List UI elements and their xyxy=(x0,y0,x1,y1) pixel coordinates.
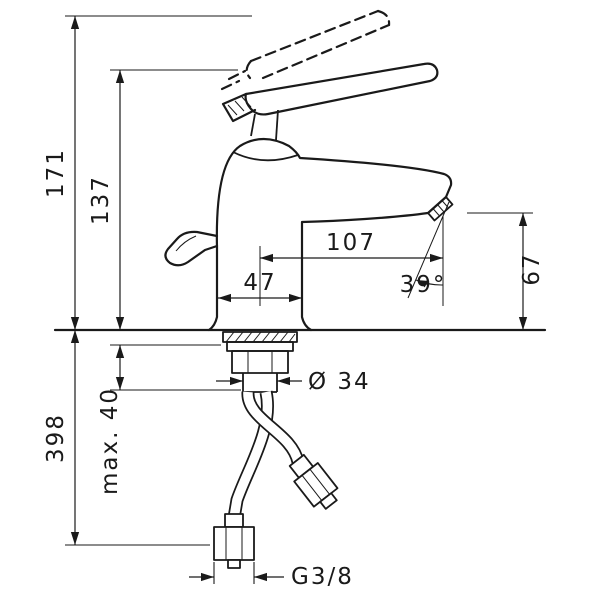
faucet-body-outline xyxy=(207,137,453,332)
dim-label-107: 107 xyxy=(326,230,376,256)
dim-label-dia-34: Ø 34 xyxy=(308,369,371,395)
mounting-assembly xyxy=(222,331,298,393)
dimension-base-width: 47 xyxy=(218,270,302,303)
hose-fitting-bottom xyxy=(213,513,255,569)
spout-aerator xyxy=(427,196,454,222)
mounting-nut xyxy=(231,350,289,374)
drain-pull-knob xyxy=(164,230,219,267)
dim-label-max-40: max. 40 xyxy=(97,387,123,495)
dimension-max-counter-thickness: max. 40 xyxy=(97,344,241,495)
dimension-outlet-height: 67 xyxy=(467,212,545,330)
dimension-shank-diameter: Ø 34 xyxy=(216,369,371,395)
lever-raised-dashed xyxy=(220,9,391,91)
hose-nut-bottom xyxy=(213,526,255,561)
dim-label-39deg: 39° xyxy=(400,272,447,298)
dimension-spout-reach: 107 xyxy=(259,216,444,306)
dim-label-47: 47 xyxy=(243,270,276,296)
cartridge-dome-seam xyxy=(232,151,299,162)
dim-label-67: 67 xyxy=(519,252,545,285)
supply-hoses xyxy=(227,390,305,520)
dim-label-398: 398 xyxy=(43,413,69,463)
mounting-washer xyxy=(226,341,294,352)
lever-handle xyxy=(221,62,439,141)
dimension-thread: G3/8 xyxy=(189,562,354,590)
lever-back-end xyxy=(221,92,257,123)
dim-label-171: 171 xyxy=(43,148,69,198)
lever-stem xyxy=(250,113,256,137)
dim-label-g38: G3/8 xyxy=(291,564,354,590)
dimension-height-to-spout: 137 xyxy=(88,69,238,330)
dim-label-137: 137 xyxy=(88,175,114,225)
hose-fitting-angled xyxy=(288,453,339,510)
dimension-outlet-angle: 39° xyxy=(400,201,450,299)
threaded-shank xyxy=(242,373,278,393)
dimension-overall-height: 171 xyxy=(43,15,252,330)
dimension-below-counter-length: 398 xyxy=(43,330,210,546)
